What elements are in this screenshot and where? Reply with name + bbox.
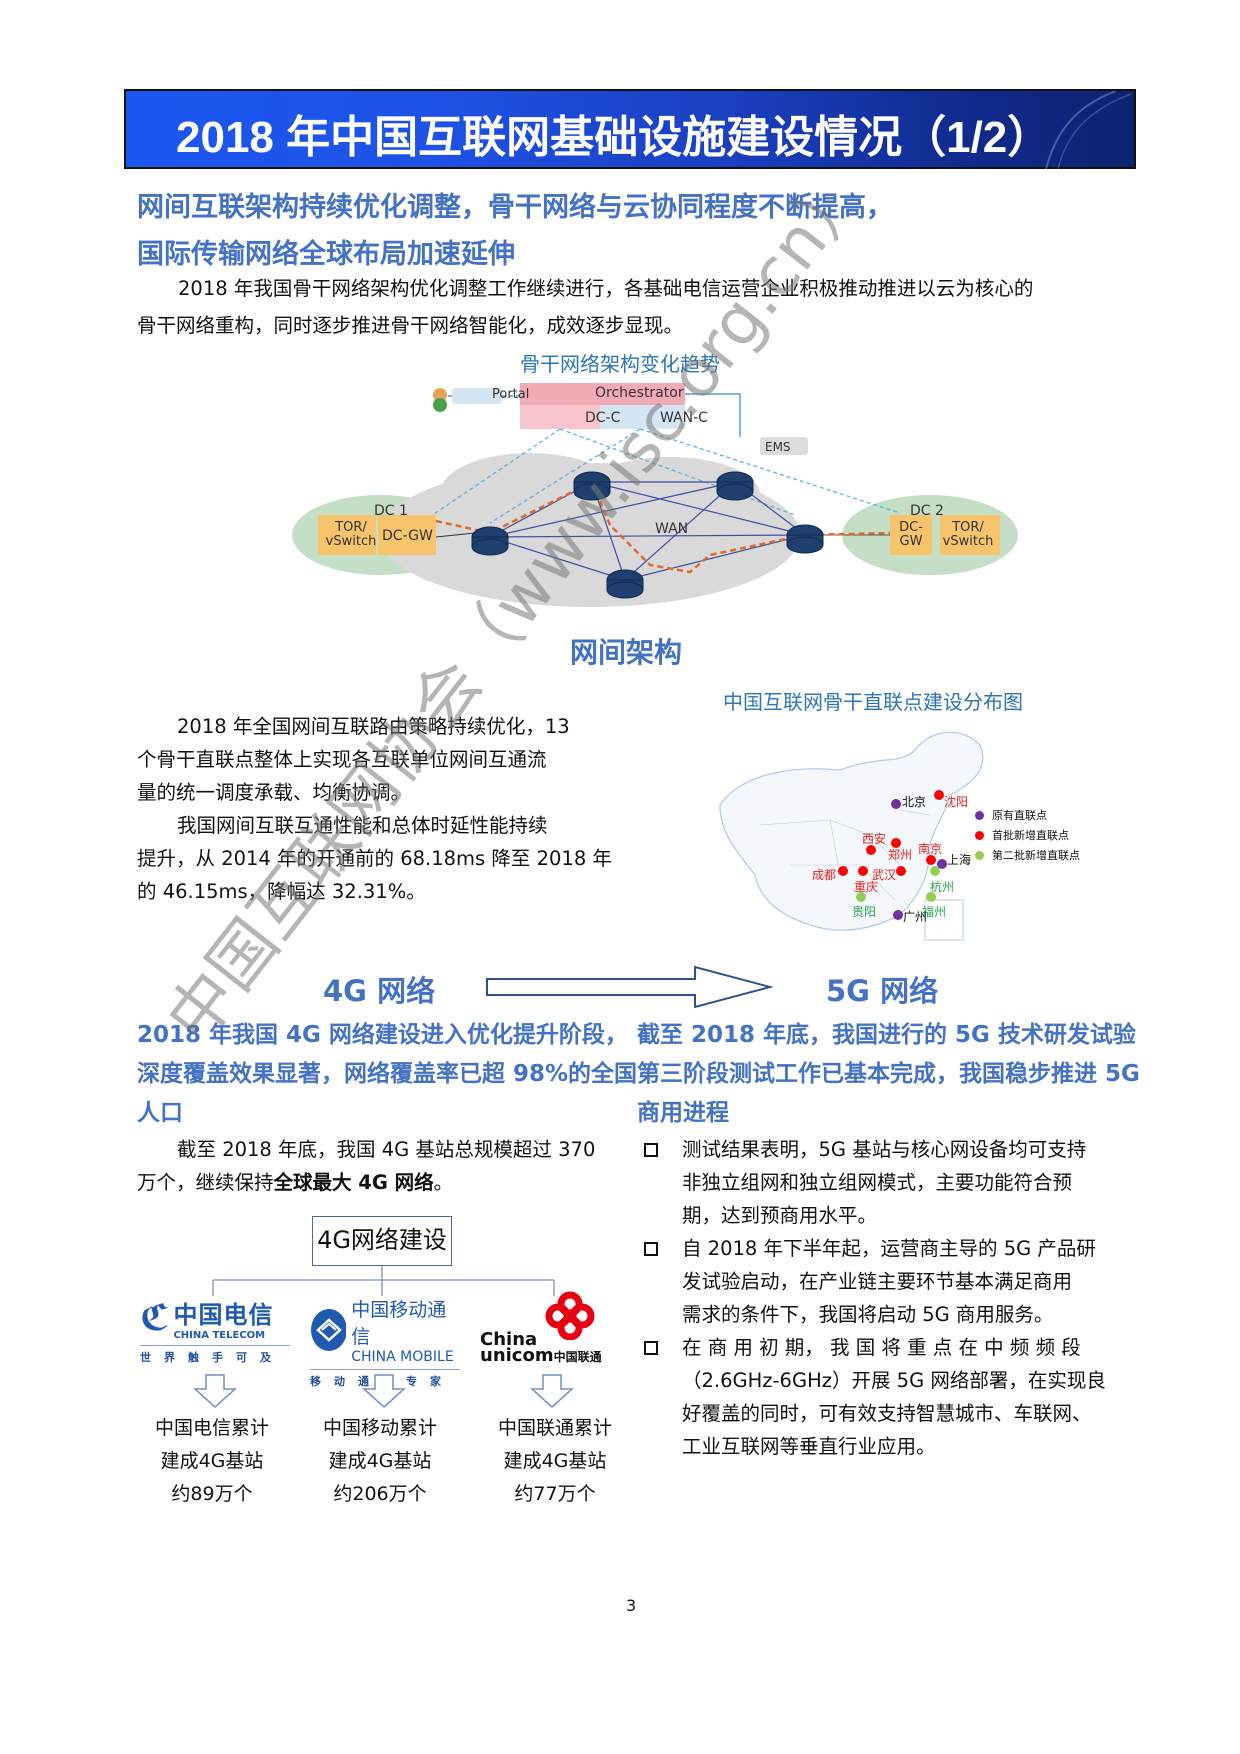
map-point-shanghai [937,859,947,869]
telecom-stat: 中国电信累计建成4G基站约89万个 [154,1417,269,1505]
legend-item-second-batch: 第二批新增直联点 [975,845,1080,865]
legend-dot-icon [975,830,984,840]
intro-paragraph-line1: 2018 年我国骨干网络架构优化调整工作继续进行，各基础电信运营企业积极推动推进… [178,277,1034,300]
down-arrow-icon [362,1374,406,1409]
city-shenyang: 沈阳 [944,795,969,809]
down-arrow-icon [530,1374,574,1409]
mobile-emblem-icon [311,1309,347,1351]
portal-label: Portal [492,387,530,402]
map-point-fuzhou [926,892,936,902]
dc1-tor-label: TOR/vSwitch [325,520,377,549]
ems-label: EMS [765,440,791,454]
city-zhengzhou: 郑州 [888,848,913,862]
map-point-guiyang [856,892,866,902]
city-guiyang: 贵阳 [852,905,877,919]
4g-headline: 2018 年我国 4G 网络建设进入优化提升阶段， 深度覆盖效果显著，网络覆盖率… [137,1022,638,1126]
legend-item-original: 原有直联点 [975,805,1080,825]
wan-c-label: WAN-C [660,410,708,426]
city-beijing: 北京 [902,795,927,809]
section-headline-line1: 网间互联架构持续优化调整，骨干网络与云协同程度不断提高， [137,192,893,223]
city-chongqing: 重庆 [854,880,879,894]
city-guangzhou: 广州 [903,910,928,924]
dc2-tor-label: TOR/vSwitch [942,520,994,549]
unicom-stat: 中国联通累计建成4G基站约77万个 [497,1417,612,1505]
legend-item-first-batch: 首批新增直联点 [975,825,1080,845]
5g-bullet-list: 测试结果表明，5G 基站与核心网设备均可支持 非独立组网和独立组网模式，主要功能… [640,1133,1120,1463]
wan-label: WAN [655,521,689,537]
telecom-emblem-icon: ℭ [140,1297,170,1339]
checkbox-square-icon [644,1242,658,1256]
5g-bullet-item: 测试结果表明，5G 基站与核心网设备均可支持 非独立组网和独立组网模式，主要功能… [640,1133,1120,1232]
china-map [719,731,984,941]
city-hangzhou: 杭州 [930,880,955,894]
5g-bullet-item: 在 商 用 初 期， 我 国 将 重 点 在 中 频 频 段 （2.6GHz-6… [640,1331,1120,1463]
5g-network-title: 5G 网络 [826,974,939,1008]
map-point-guangzhou [893,910,903,920]
map-point-xian [866,845,876,855]
city-chengdu: 成都 [812,868,837,882]
map-legend: 原有直联点 首批新增直联点 第二批新增直联点 [975,805,1080,865]
city-shanghai: 上海 [947,853,972,867]
map-point-nanjing [926,855,936,865]
checkbox-square-icon [644,1143,658,1157]
city-xian: 西安 [862,832,887,846]
tree-connector-lines [212,1266,555,1296]
map-point-beijing [891,799,901,809]
5g-bullet-item: 自 2018 年下半年起，运营商主导的 5G 产品研 发试验启动，在产业链主要环… [640,1232,1120,1331]
page-number: 3 [626,1596,637,1615]
city-nanjing: 南京 [918,842,943,856]
unicom-knot-icon [545,1291,595,1340]
4g-paragraph: 截至 2018 年底，我国 4G 基站总规模超过 370 万个，继续保持全球最大… [137,1138,596,1194]
map-point-wuhan [896,866,906,876]
down-arrow-icon [193,1374,237,1409]
map-point-shenyang [934,790,944,800]
diagram-caption: 骨干网络架构变化趋势 [520,352,720,376]
right-arrow-icon [486,965,774,1009]
mobile-stat: 中国移动累计建成4G基站约206万个 [322,1417,437,1505]
interconnect-paragraph: 2018 年全国网间互联路由策略持续优化，13 个骨干直联点整体上实现各互联单位… [137,715,612,903]
map-point-hangzhou [930,866,940,876]
page-title: 2018 年中国互联网基础设施建设情况（1/2） [176,113,1052,162]
intro-paragraph-line2: 骨干网络重构，同时逐步推进骨干网络智能化，成效逐步显现。 [137,314,684,337]
dc-c-label: DC-C [585,410,621,426]
backbone-architecture-diagram [292,383,1018,607]
decorative-swoosh [1045,91,1132,169]
dc2-gw-label: DC-GW [899,520,923,549]
4g-tree-root: 4G网络建设 [312,1216,452,1266]
5g-headline: 截至 2018 年底，我国进行的 5G 技术研发试验 第三阶段测试工作已基本完成… [637,1022,1140,1126]
orchestrator-label: Orchestrator [595,385,684,401]
section-headline-line2: 国际传输网络全球布局加速延伸 [137,239,515,270]
legend-dot-icon [975,850,984,860]
dc2-label: DC 2 [910,503,944,519]
city-fuzhou: 福州 [922,905,947,919]
city-wuhan: 武汉 [872,868,897,882]
checkbox-square-icon [644,1341,658,1355]
china-telecom-logo: ℭ 中国电信 CHINA TELECOM 世界触手可及 [140,1295,290,1365]
4g-network-title: 4G 网络 [323,974,436,1008]
map-point-chengdu [838,866,848,876]
map-point-zhengzhou [891,838,901,848]
legend-dot-icon [975,810,984,820]
figure-label-interconnect: 网间架构 [570,636,683,669]
map-point-chongqing [858,866,868,876]
dc1-label: DC 1 [374,503,408,519]
map-caption: 中国互联网骨干直联点建设分布图 [723,690,1023,714]
dc1-gw-label: DC-GW [382,528,433,544]
page-title-banner: 2018 年中国互联网基础设施建设情况（1/2） [124,89,1136,169]
